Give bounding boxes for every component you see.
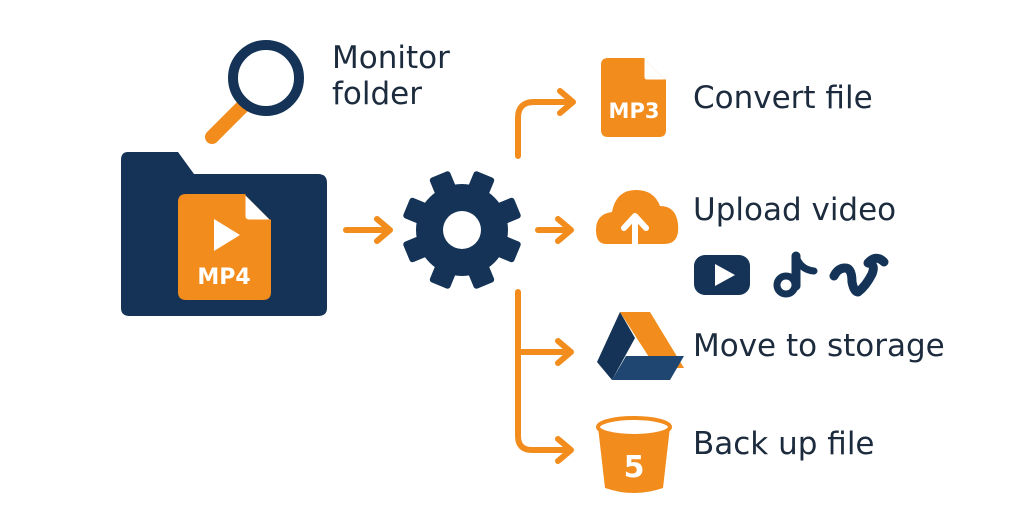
arrow-to-convert xyxy=(515,99,575,159)
mp3-file-icon: MP3 xyxy=(601,58,666,137)
gear-icon xyxy=(403,171,521,289)
branch-connectors xyxy=(515,88,576,464)
branch-trunk xyxy=(515,289,573,453)
mp4-badge: MP4 xyxy=(197,265,250,290)
play-icon xyxy=(214,219,240,251)
video-file-icon: MP4 xyxy=(178,194,271,300)
monitor-folder-label: Monitor folder xyxy=(332,40,450,112)
monitor-folder-label-line2: folder xyxy=(332,76,422,112)
arrow-to-gear xyxy=(343,216,393,244)
back-up-file-label: Back up file xyxy=(693,426,875,462)
cloud-upload-icon xyxy=(596,190,679,247)
youtube-icon xyxy=(694,255,750,295)
arrow-to-backup xyxy=(555,436,574,464)
magnifier-icon xyxy=(205,40,304,144)
upload-video-label: Upload video xyxy=(693,192,897,228)
google-drive-icon xyxy=(597,312,684,380)
s3-bucket-icon: 5 xyxy=(596,416,672,493)
mp3-badge: MP3 xyxy=(609,99,660,123)
monitor-folder-label-line1: Monitor xyxy=(332,40,450,76)
vimeo-icon xyxy=(829,253,889,297)
move-to-storage-label: Move to storage xyxy=(693,328,945,364)
convert-file-label: Convert file xyxy=(693,80,873,116)
tiktok-icon xyxy=(773,251,818,298)
s3-badge: 5 xyxy=(624,450,645,485)
